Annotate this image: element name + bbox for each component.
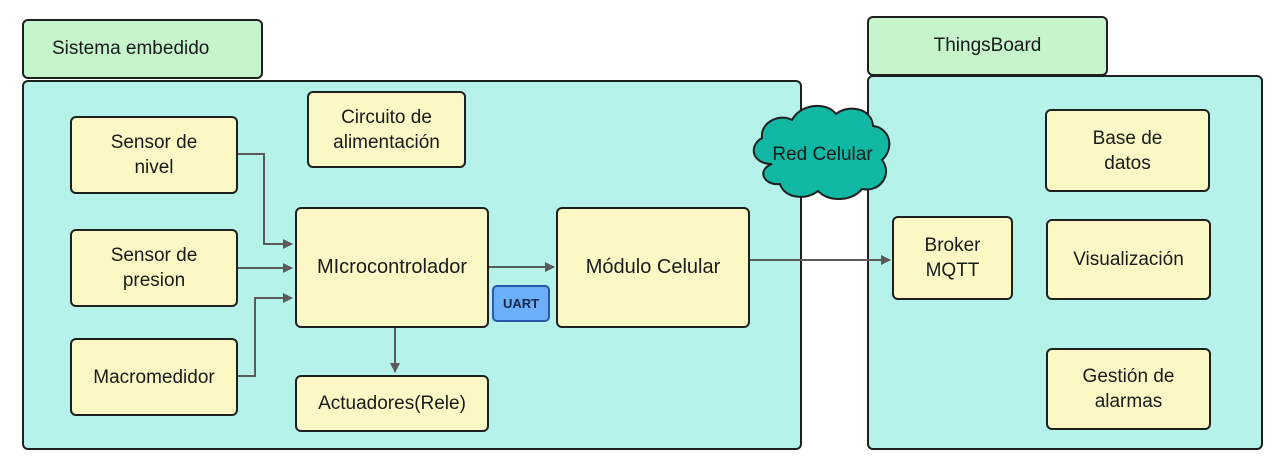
- macrometer-node: Macromedidor: [70, 338, 238, 416]
- pressure-sensor-node: Sensor de presion: [70, 229, 238, 307]
- power-circuit-node: Circuito de alimentación: [307, 91, 466, 168]
- database-node: Base de datos: [1045, 109, 1210, 192]
- alarm-management-node: Gestión de alarmas: [1046, 348, 1211, 430]
- actuators-node: Actuadores(Rele): [295, 375, 489, 432]
- uart-badge: UART: [492, 285, 550, 322]
- level-sensor-node: Sensor de nivel: [70, 116, 238, 194]
- visualization-node: Visualización: [1046, 219, 1211, 300]
- mqtt-broker-node: Broker MQTT: [892, 216, 1013, 300]
- embedded-system-title: Sistema embedido: [22, 19, 263, 79]
- thingsboard-title: ThingsBoard: [867, 16, 1108, 76]
- microcontroller-node: MIcrocontrolador: [295, 207, 489, 328]
- cellular-module-node: Módulo Celular: [556, 207, 750, 328]
- red-celular-label: Red Celular: [772, 144, 873, 165]
